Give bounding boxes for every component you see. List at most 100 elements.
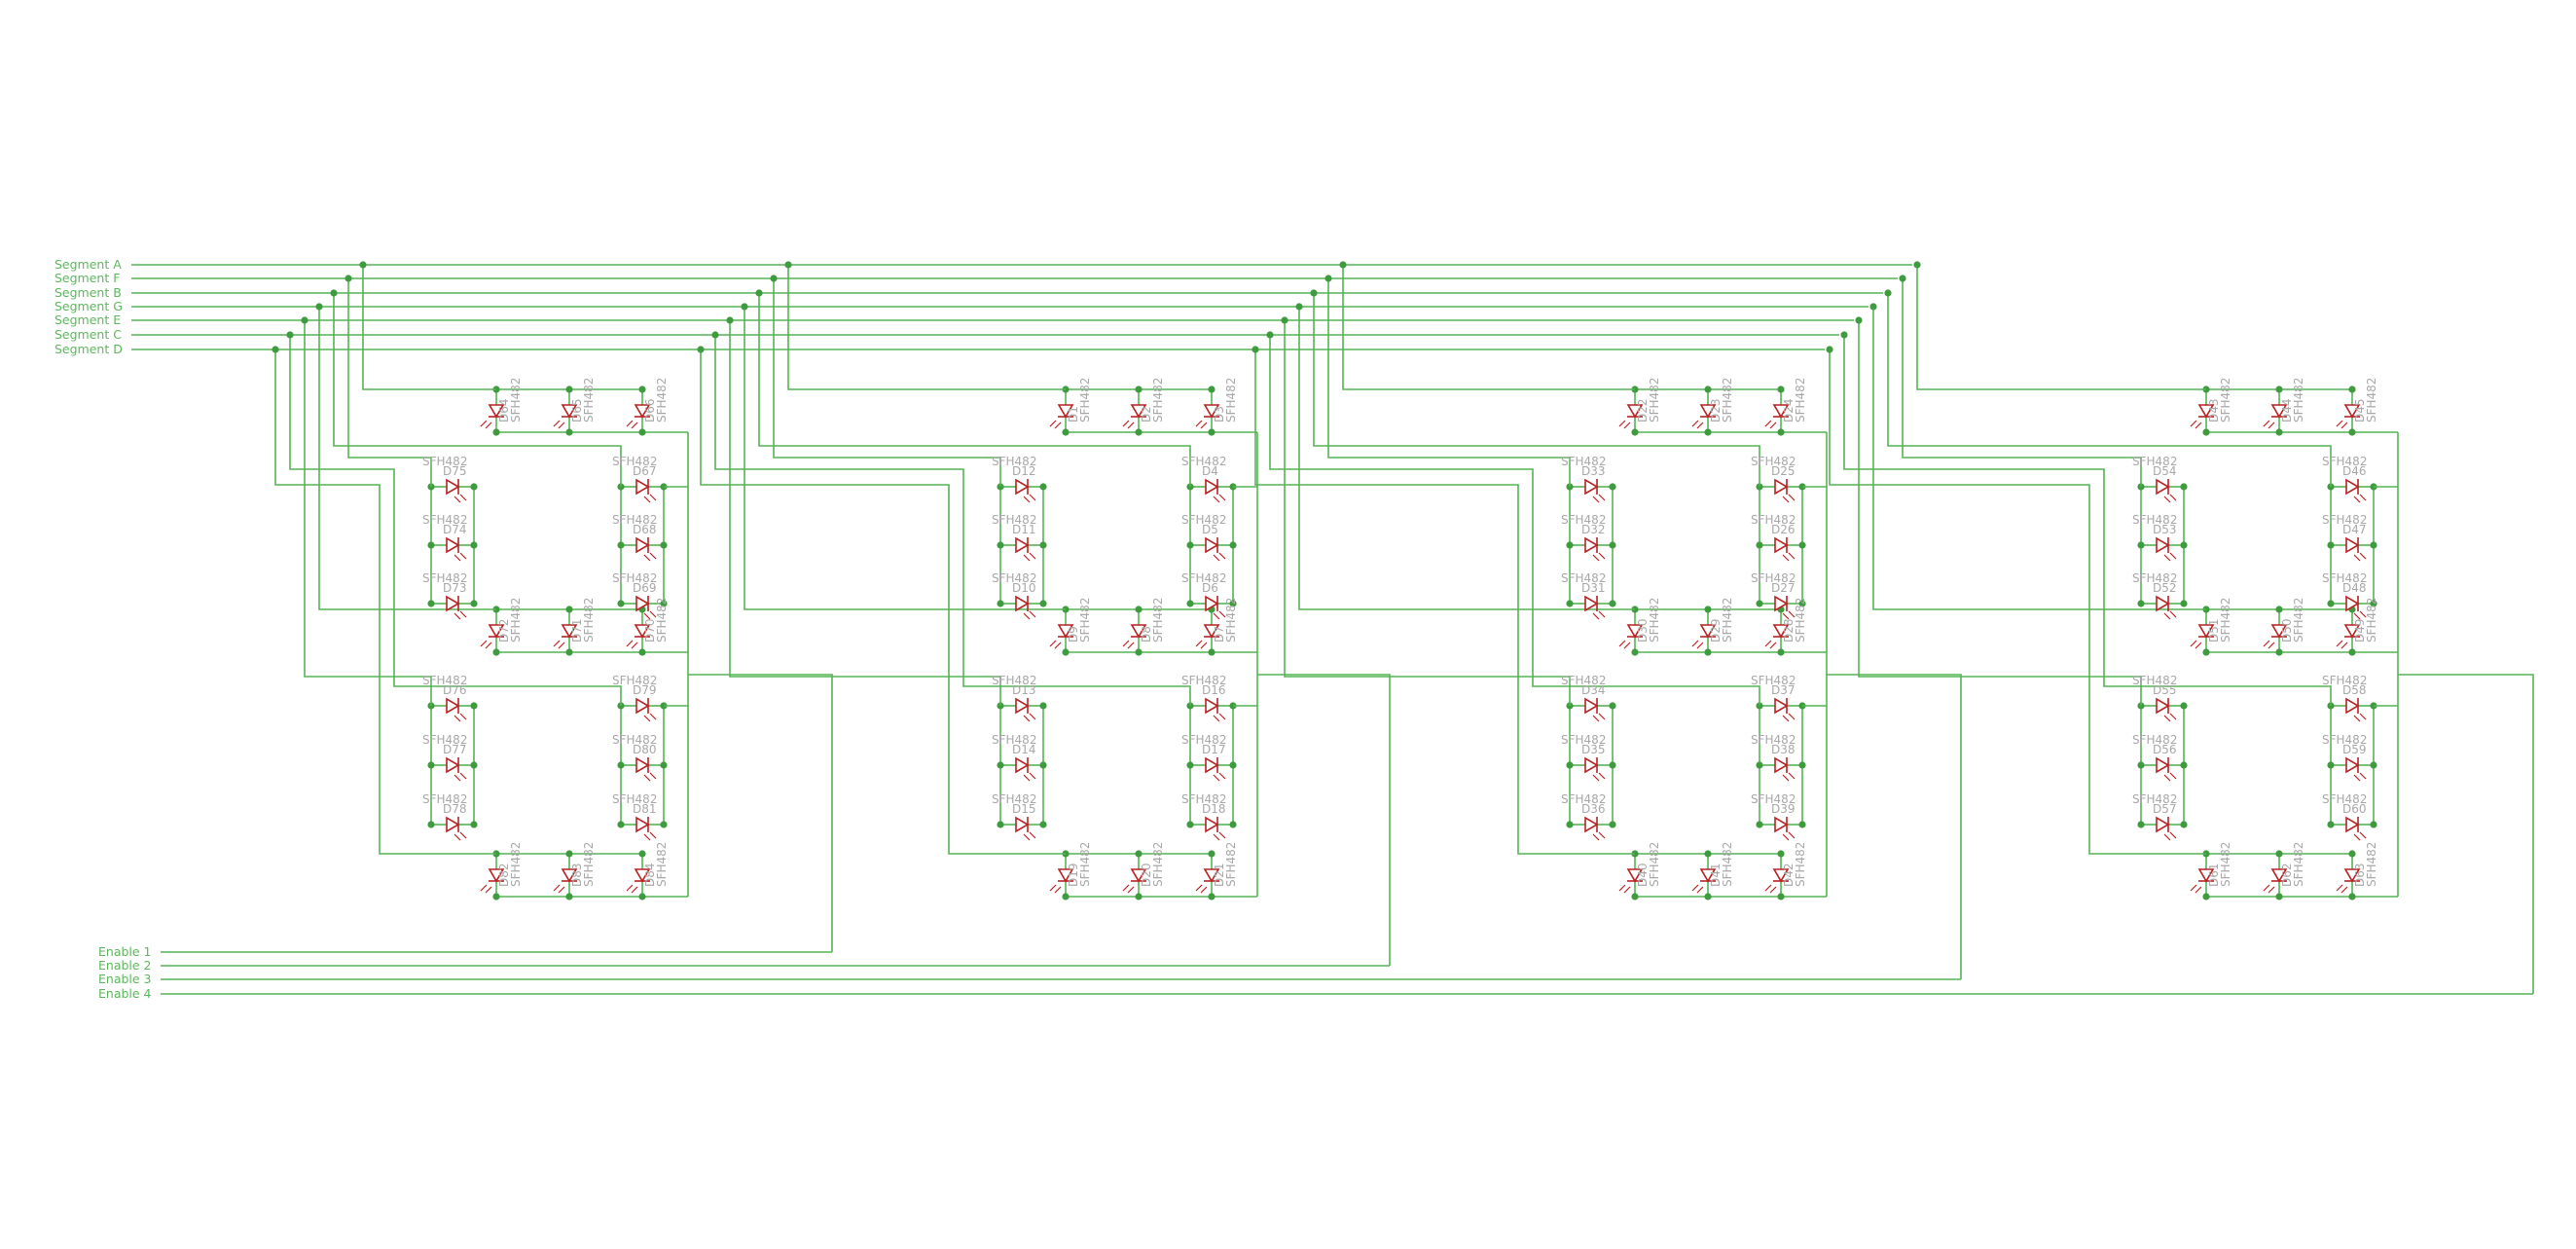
led-emission-arrow bbox=[1769, 642, 1777, 649]
digit-enable-link bbox=[688, 674, 833, 952]
led-emission-arrow bbox=[1782, 496, 1790, 503]
led-emission-arrow bbox=[1200, 422, 1208, 429]
led-emission-arrow bbox=[2263, 420, 2270, 427]
segment-c-label: Segment C bbox=[54, 327, 122, 342]
junction-dot bbox=[2180, 761, 2188, 769]
led-emission-arrow bbox=[454, 774, 461, 782]
segment-f-label: Segment F bbox=[54, 271, 120, 285]
junction-dot bbox=[2348, 428, 2356, 436]
led-emission-arrow bbox=[2190, 884, 2197, 892]
junction-dot bbox=[1798, 600, 1806, 607]
led-emission-arrow bbox=[2169, 713, 2177, 720]
junction-dot bbox=[2370, 541, 2377, 549]
led-body bbox=[2343, 404, 2361, 419]
junction-dot bbox=[330, 289, 338, 297]
led-body bbox=[1130, 624, 1147, 639]
segment-g-tap bbox=[744, 307, 1066, 610]
led-part-value: SFH482 bbox=[992, 455, 1036, 468]
led-designator: D83 bbox=[570, 863, 584, 887]
led-emission-arrow bbox=[480, 420, 488, 427]
led-body bbox=[1205, 816, 1219, 833]
led-designator: D63 bbox=[2353, 863, 2367, 887]
led-part-value: SFH482 bbox=[582, 378, 596, 422]
segment-a-tap bbox=[787, 265, 1066, 390]
led-body bbox=[2156, 816, 2170, 833]
junction-dot bbox=[1039, 821, 1047, 828]
junction-dot bbox=[997, 600, 1004, 607]
led-body bbox=[1205, 595, 1219, 612]
led-part-value: SFH482 bbox=[1181, 571, 1226, 585]
led-designator: D20 bbox=[1140, 863, 1153, 887]
led-body bbox=[1774, 536, 1789, 554]
led-body bbox=[1699, 624, 1717, 639]
led-designator: D71 bbox=[570, 618, 584, 643]
led-emission-arrow bbox=[2163, 496, 2171, 503]
led-emission-arrow bbox=[1788, 772, 1796, 780]
led-emission-arrow bbox=[1023, 715, 1031, 722]
junction-dot bbox=[1208, 428, 1215, 436]
junction-dot bbox=[1186, 821, 1194, 828]
segment-d-label: Segment D bbox=[54, 342, 123, 356]
led-emission-arrow bbox=[1213, 554, 1220, 562]
led-emission-arrow bbox=[1200, 642, 1208, 649]
led-part-value: SFH482 bbox=[2219, 378, 2232, 422]
led-part-value: SFH482 bbox=[1751, 455, 1796, 468]
led-emission-arrow bbox=[1782, 715, 1790, 722]
led-designator: D53 bbox=[2153, 523, 2177, 536]
led-emission-arrow bbox=[2359, 610, 2367, 618]
led-emission-arrow bbox=[1592, 833, 1600, 841]
led-body bbox=[1130, 404, 1147, 419]
led-designator: D35 bbox=[1581, 743, 1606, 756]
led-designator: D46 bbox=[2342, 464, 2367, 478]
led-emission-arrow bbox=[1218, 772, 1226, 780]
junction-dot bbox=[660, 600, 668, 607]
junction-dot bbox=[660, 541, 668, 549]
segment-g-label: Segment G bbox=[54, 299, 123, 313]
led-designator: D25 bbox=[1771, 464, 1796, 478]
junction-dot bbox=[1208, 850, 1215, 858]
led-emission-arrow bbox=[1127, 886, 1135, 894]
led-body bbox=[2343, 868, 2361, 883]
led-designator: D75 bbox=[443, 464, 467, 478]
wire-layer bbox=[131, 261, 2534, 995]
led-part-value: SFH482 bbox=[2132, 792, 2177, 806]
led-emission-arrow bbox=[1788, 552, 1796, 560]
junction-dot bbox=[427, 600, 435, 607]
junction-dot bbox=[1229, 821, 1237, 828]
led-emission-arrow bbox=[1618, 884, 1626, 892]
led-emission-arrow bbox=[558, 422, 565, 429]
junction-dot bbox=[997, 761, 1004, 769]
led-emission-arrow bbox=[1764, 640, 1772, 647]
led-designator: D81 bbox=[633, 802, 657, 816]
led-designator: D76 bbox=[443, 683, 467, 697]
led-body bbox=[1584, 478, 1599, 496]
junction-dot bbox=[1229, 761, 1237, 769]
led-designator: D60 bbox=[2342, 802, 2367, 816]
junction-dot bbox=[1631, 648, 1639, 656]
led-part-value: SFH482 bbox=[992, 571, 1036, 585]
junction-dot bbox=[1566, 761, 1574, 769]
junction-dot bbox=[359, 261, 367, 269]
led-part-value: SFH482 bbox=[655, 598, 669, 643]
led-emission-arrow bbox=[1696, 886, 1704, 894]
led-part-value: SFH482 bbox=[2219, 842, 2232, 887]
enable-3-label: Enable 3 bbox=[98, 972, 152, 986]
led-emission-arrow bbox=[1592, 496, 1600, 503]
junction-dot bbox=[2137, 821, 2145, 828]
led-emission-arrow bbox=[454, 715, 461, 722]
led-emission-arrow bbox=[485, 642, 492, 649]
